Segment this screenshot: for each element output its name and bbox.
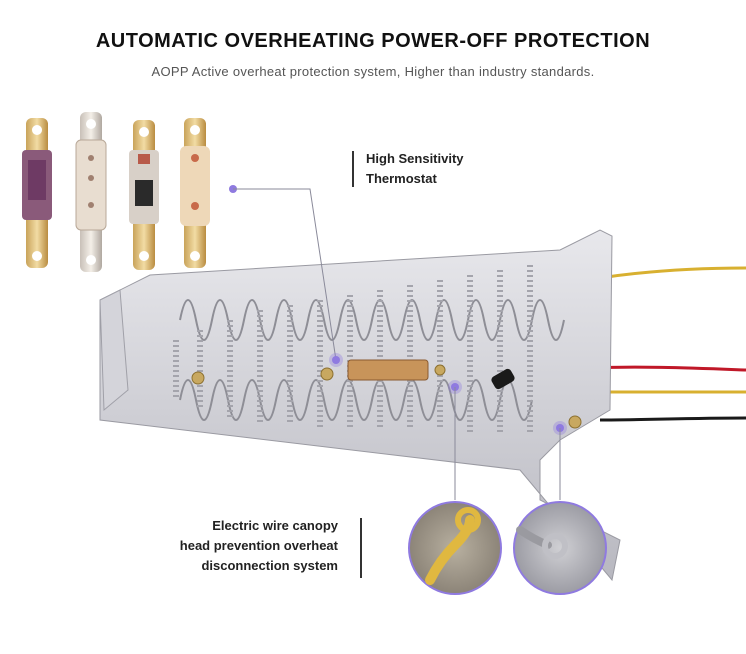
plate-components [191, 359, 582, 429]
canopy-label-line2: head prevention overheat [179, 538, 338, 553]
thermostat-label-bar [352, 151, 354, 187]
thermostat-part-2 [75, 112, 107, 272]
canopy-label-bar [360, 518, 362, 578]
thermostat-label-line2: Thermostat [366, 171, 437, 186]
heater-plate [99, 229, 621, 582]
page-subtitle: AOPP Active overheat protection system, … [151, 64, 595, 79]
thermostat-part-4 [180, 118, 210, 268]
thermostat-label: High Sensitivity Thermostat [366, 149, 464, 189]
thermostat-part-1 [22, 118, 52, 268]
canopy-callout-lines [448, 380, 567, 500]
thermostat-label-line1: High Sensitivity [366, 151, 464, 166]
page-title: AUTOMATIC OVERHEATING POWER-OFF PROTECTI… [95, 30, 651, 52]
thermostat-part-3 [129, 120, 159, 270]
canopy-label-line3: disconnection system [201, 558, 338, 573]
canopy-label: Electric wire canopy head prevention ove… [130, 516, 338, 576]
zoom-circle-right [513, 501, 607, 595]
zoom-circle-left [408, 501, 502, 595]
lead-wires [589, 266, 746, 422]
canopy-label-line1: Electric wire canopy [212, 518, 338, 533]
thermostat-callout-line [229, 185, 343, 367]
